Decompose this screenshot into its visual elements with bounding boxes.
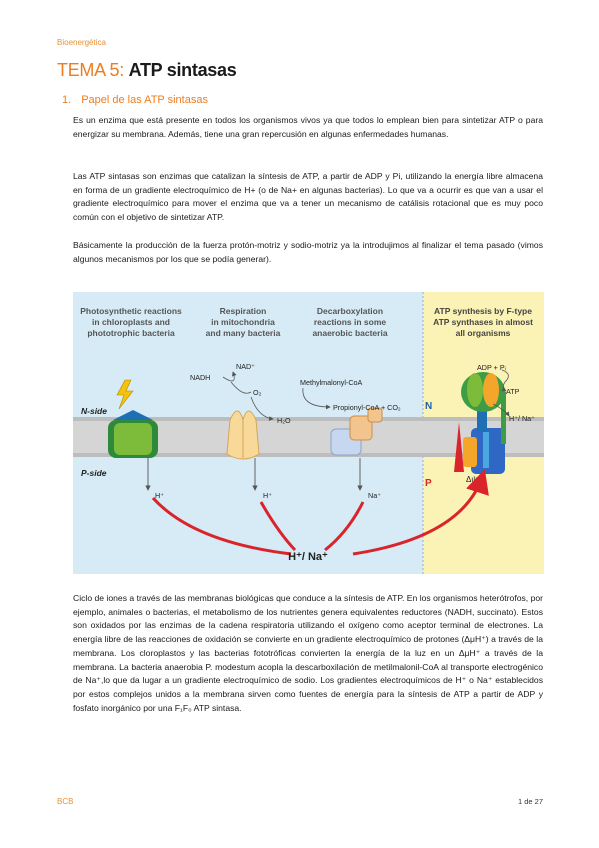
footer-left: BCB: [57, 797, 74, 806]
section-title: Papel de las ATP sintasas: [81, 94, 208, 106]
photosystem-protein: [108, 410, 158, 458]
lightning-icon: [116, 379, 134, 410]
delta-psi-gradient: [454, 422, 464, 472]
adp-label: ADP + Pᵢ: [477, 363, 506, 372]
section-number: 1.: [62, 94, 72, 106]
ion-cycle-figure: Photosynthetic reactions in chloroplasts…: [73, 292, 544, 574]
p-side-label: P-side: [81, 468, 107, 478]
delta-psi-label: Δψ: [466, 475, 477, 484]
panel-3-line2: reactions in some: [314, 317, 387, 327]
atp-synthase: [461, 372, 506, 474]
panel-4-line3: all organisms: [456, 328, 511, 338]
paragraph-1: Es un enzima que está presente en todos …: [73, 115, 543, 139]
respiratory-complex: [226, 410, 260, 460]
panel-4-line2: ATP synthases in almost: [433, 317, 533, 327]
methylmalonyl-label: Methylmalonyl-CoA: [300, 378, 363, 387]
title-name: ATP sintasas: [128, 60, 237, 80]
nad-label: NAD⁺: [236, 362, 255, 371]
panel-2-line3: and many bacteria: [206, 328, 281, 338]
o2-label: O₂: [253, 388, 262, 397]
page-title: TEMA 5: ATP sintasas: [57, 60, 237, 81]
panel-4-line1: ATP synthesis by F-type: [434, 306, 532, 316]
course-header: Bioenergética: [57, 38, 106, 47]
propionyl-label: Propionyl-CoA + CO₂: [333, 403, 401, 412]
h-label-2: H⁺: [263, 491, 272, 500]
panel-1-line1: Photosynthetic reactions: [80, 306, 182, 316]
h-na-bottom-label: H⁺/ Na⁺: [288, 551, 328, 563]
h2o-label: H₂O: [277, 416, 291, 425]
decarboxylase-complex: [330, 407, 383, 456]
page-number: 1 de 27: [517, 797, 543, 806]
na-label: Na⁺: [368, 491, 381, 500]
n-side-label: N-side: [81, 406, 107, 416]
h-label-1: H⁺: [155, 491, 164, 500]
panel-3-line1: Decarboxylation: [317, 306, 383, 316]
paragraph-3: Básicamente la producción de la fuerza p…: [73, 240, 543, 264]
section-heading: 1. Papel de las ATP sintasas: [62, 94, 208, 106]
panel-3-line3: anaerobic bacteria: [312, 328, 387, 338]
atp-label: ATP: [506, 387, 520, 396]
panel-1-line2: in chloroplasts and: [92, 317, 170, 327]
panel-2-line1: Respiration: [220, 306, 267, 316]
paragraph-2: Las ATP sintasas son enzimas que cataliz…: [73, 171, 543, 223]
h-na-right-label: H⁺/ Na⁺: [509, 414, 535, 423]
panel-2-line2: in mitochondria: [211, 317, 275, 327]
n-label: N: [425, 401, 432, 412]
nadh-label: NADH: [190, 373, 210, 382]
paragraph-4: Ciclo de iones a través de las membranas…: [73, 593, 543, 713]
panel-1-line3: phototrophic bacteria: [87, 328, 175, 338]
p-label: P: [425, 478, 432, 489]
title-prefix: TEMA 5:: [57, 60, 129, 80]
